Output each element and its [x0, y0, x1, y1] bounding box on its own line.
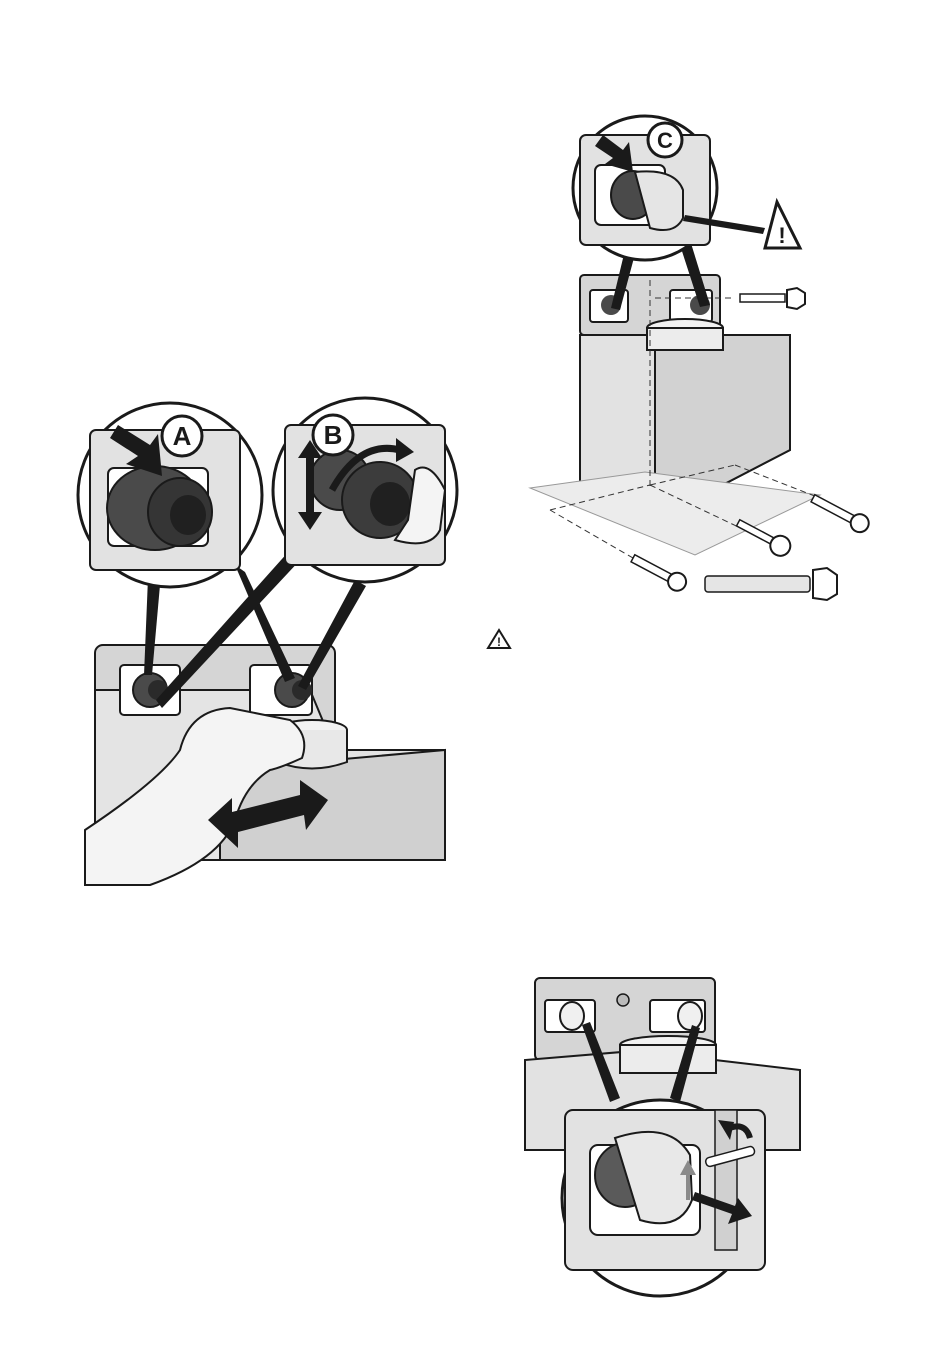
ceiling-screw-right [809, 490, 872, 535]
label-c: C [648, 123, 682, 157]
label-b-text: B [324, 420, 343, 450]
ceiling-screw-left [629, 550, 690, 594]
label-c-text: C [657, 128, 673, 153]
callout-circle-detail [562, 1100, 765, 1296]
figure-1-adjust-brackets: A B [70, 390, 460, 900]
wall-screw [740, 288, 805, 309]
label-a: A [162, 416, 202, 456]
callout-circle-c [573, 116, 717, 260]
warning-note-icon: ! [486, 628, 512, 650]
figure-2-fix-hood-screws: C ! [525, 110, 885, 610]
warning-note-symbol: ! [497, 635, 501, 649]
label-a-text: A [173, 421, 192, 451]
callout-circle-b [273, 398, 457, 582]
warning-symbol: ! [778, 223, 785, 248]
large-screw [705, 568, 837, 600]
label-b: B [313, 415, 353, 455]
figure-3-remove-hood [520, 970, 810, 1310]
